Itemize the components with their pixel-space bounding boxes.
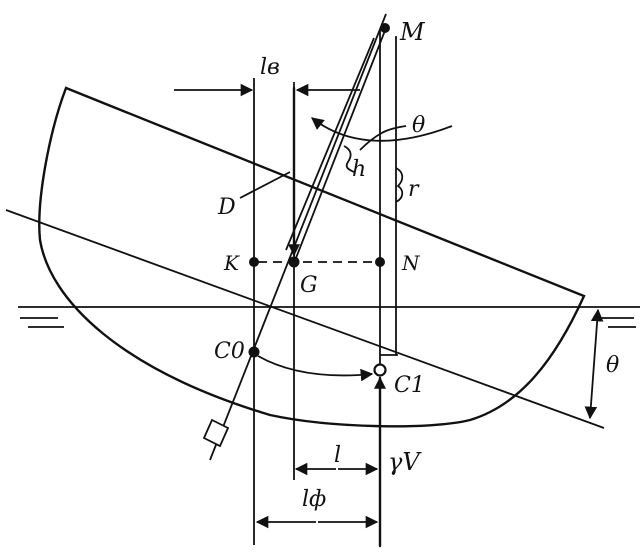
r-brace [395, 167, 404, 203]
label-h: h [352, 157, 366, 182]
label-theta-right: θ [606, 353, 619, 378]
point-n [375, 257, 385, 267]
label-n: N [401, 251, 421, 275]
label-m: M [399, 18, 426, 46]
c0-c1-arrow [257, 355, 374, 382]
water-hatch-right [598, 317, 636, 328]
label-lv: lв [260, 55, 280, 80]
centerline-inclined [209, 13, 387, 461]
point-c0 [248, 346, 260, 358]
label-c0: C0 [214, 339, 245, 364]
label-d: D [217, 195, 236, 220]
water-hatch-left [20, 317, 64, 328]
line-g-m [295, 27, 387, 259]
point-m [380, 23, 390, 33]
point-c1 [373, 363, 387, 377]
label-k: K [223, 251, 240, 275]
label-g: G [300, 273, 318, 298]
d-leader [239, 171, 291, 199]
theta-arc-top [311, 117, 453, 142]
label-theta-top: θ [412, 113, 425, 138]
label-gammav: γV [388, 448, 422, 476]
keel-stub [202, 418, 230, 448]
hull-outline [38, 86, 586, 428]
label-c1: C1 [394, 373, 425, 398]
label-lphi: lф [302, 487, 326, 512]
h-brace [343, 145, 355, 173]
theta-right-dim [584, 308, 604, 420]
waterline-inclined [5, 209, 605, 429]
point-k [249, 257, 259, 267]
label-l: l [334, 443, 341, 468]
point-g [288, 256, 300, 268]
label-r: r [408, 177, 420, 202]
